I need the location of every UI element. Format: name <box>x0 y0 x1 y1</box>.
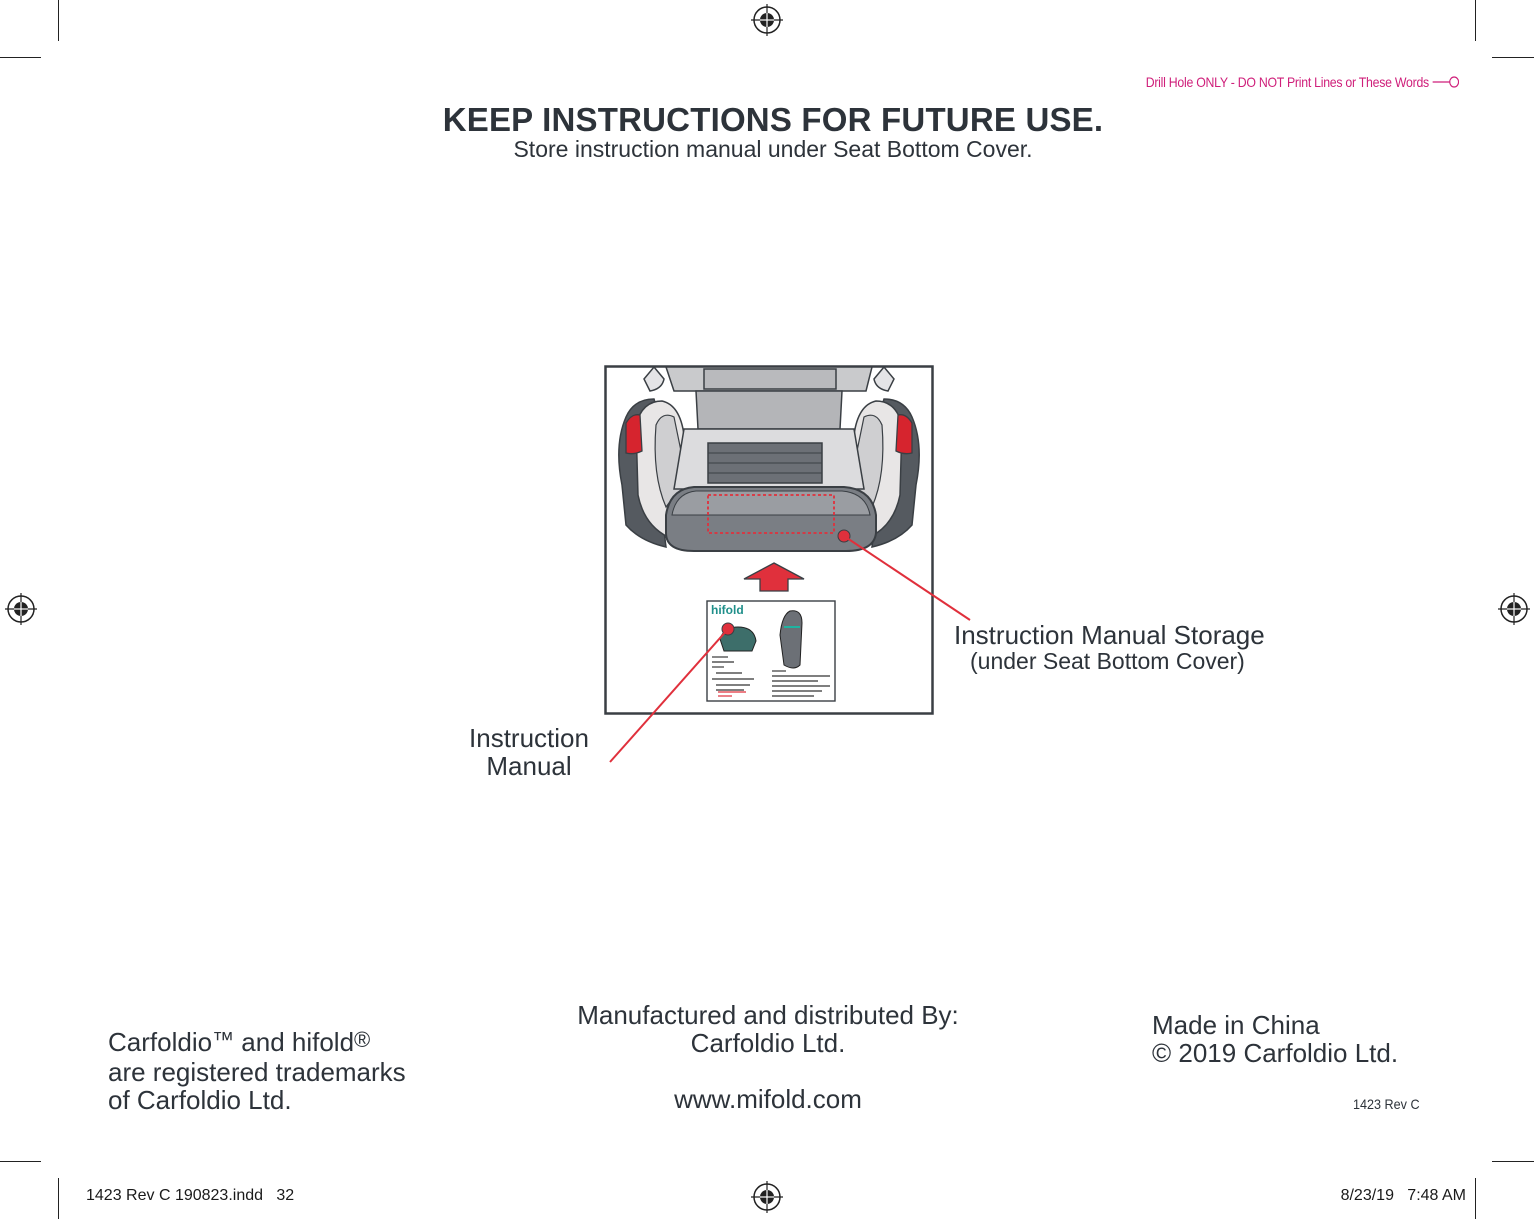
manufacturer-block: Manufactured and distributed By: Carfold… <box>540 1001 996 1057</box>
origin-block: Made in China © 2019 Carfoldio Ltd. <box>1152 1011 1398 1067</box>
booklet-brand: hifold <box>711 603 744 617</box>
revision-code: 1423 Rev C <box>1353 1096 1420 1112</box>
slug-timestamp: 8/23/19 7:48 AM <box>1340 1187 1466 1204</box>
registration-mark-top-icon <box>751 4 783 36</box>
drill-hole-text: Drill Hole ONLY - DO NOT Print Lines or … <box>1145 74 1430 90</box>
crop-mark-top-left-h <box>0 57 41 58</box>
company-name: Carfoldio Ltd. <box>690 1028 846 1058</box>
trademark-line-3: of Carfoldio Ltd. <box>108 1085 292 1115</box>
storage-sublabel: (under Seat Bottom Cover) <box>970 648 1245 674</box>
crop-mark-bottom-left-h <box>0 1161 41 1162</box>
storage-label: Instruction Manual Storage <box>954 620 1265 650</box>
crop-mark-bottom-right-h <box>1492 1161 1534 1162</box>
trademark-line-2: are registered trademarks <box>108 1057 406 1087</box>
copyright: © 2019 Carfoldio Ltd. <box>1152 1038 1399 1068</box>
tm-symbol: ™ <box>212 1027 235 1052</box>
manufactured-by: Manufactured and distributed By: <box>577 1000 959 1030</box>
registration-mark-left-icon <box>5 593 37 625</box>
crop-mark-top-right-h <box>1492 57 1534 58</box>
page-subtitle: Store instruction manual under Seat Bott… <box>513 136 1033 162</box>
registered-symbol: ® <box>354 1027 371 1052</box>
registration-mark-right-icon <box>1498 593 1530 625</box>
page-title: KEEP INSTRUCTIONS FOR FUTURE USE. <box>442 101 1104 138</box>
drill-hole-note: Drill Hole ONLY - DO NOT Print Lines or … <box>1146 74 1459 90</box>
trademark-carfoldio: Carfoldio <box>108 1027 213 1057</box>
trademark-line-1: Carfoldio™ and hifold® <box>108 1027 406 1058</box>
seat-storage-illustration: hifold <box>604 365 934 715</box>
trademark-hifold: and hifold <box>234 1027 355 1057</box>
made-in: Made in China <box>1152 1010 1320 1040</box>
crop-mark-bottom-right-v <box>1475 1178 1476 1219</box>
crop-mark-top-right-v <box>1475 0 1476 41</box>
arrow-up-icon <box>743 562 805 592</box>
trademark-notice: Carfoldio™ and hifold® are registered tr… <box>108 1027 406 1115</box>
registration-mark-bottom-icon <box>751 1181 783 1213</box>
booster-seat-icon <box>618 365 920 552</box>
slug-file-info: 1423 Rev C 190823.indd 32 <box>86 1187 295 1204</box>
crop-mark-bottom-left-v <box>58 1178 59 1219</box>
instruction-booklet-icon: hifold <box>706 600 836 702</box>
drill-hole-icon <box>1432 76 1459 88</box>
crop-mark-top-left-v <box>58 0 59 41</box>
website-link[interactable]: www.mifold.com <box>674 1084 862 1114</box>
